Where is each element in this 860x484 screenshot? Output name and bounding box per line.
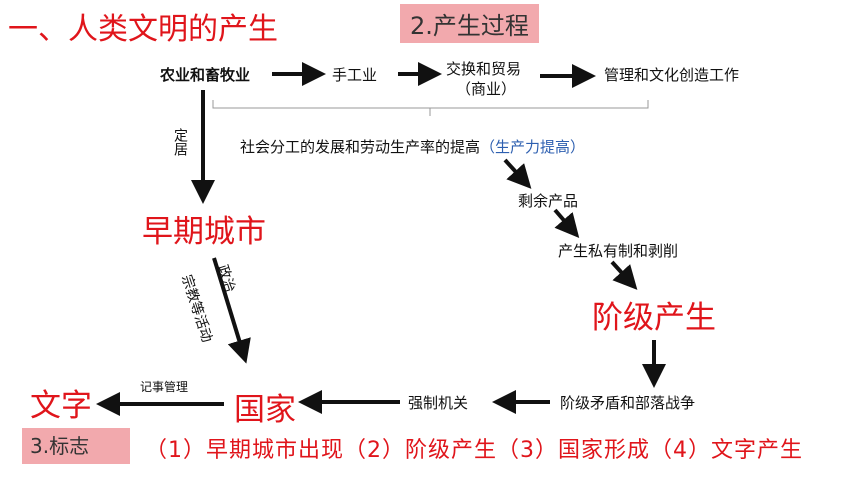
node-division: 社会分工的发展和劳动生产率的提高（生产力提高） <box>240 136 585 157</box>
division-brace <box>212 100 649 116</box>
signs-text: （1）早期城市出现（2）阶级产生（3）国家形成（4）文字产生 <box>145 438 803 463</box>
signs-label: 3.标志 <box>22 428 130 464</box>
node-conflict: 阶级矛盾和部落战争 <box>560 394 696 412</box>
node-early-city: 早期城市 <box>142 214 266 250</box>
node-agriculture: 农业和畜牧业 <box>160 66 251 84</box>
node-private-ownership: 产生私有制和剥削 <box>558 242 679 260</box>
division-text: 社会分工的发展和劳动生产率的提高 <box>240 138 481 156</box>
arrow-surplus-private <box>553 208 580 239</box>
page-title: 一、人类文明的产生 <box>8 12 278 47</box>
node-writing: 文字 <box>30 388 92 424</box>
node-state: 国家 <box>234 392 296 428</box>
arrow-division-surplus <box>503 158 532 189</box>
node-handicraft: 手工业 <box>332 66 378 84</box>
node-exchange-sub: （商业） <box>456 80 517 98</box>
node-class: 阶级产生 <box>592 300 716 336</box>
arrow-private-class <box>610 260 638 290</box>
productivity-note: （生产力提高） <box>480 138 586 156</box>
section-heading: 2.产生过程 <box>400 4 539 43</box>
label-settle: 定居 <box>172 128 188 156</box>
node-exchange: 交换和贸易 <box>446 60 522 78</box>
node-surplus: 剩余产品 <box>518 192 579 210</box>
node-force: 强制机关 <box>408 394 469 412</box>
label-record: 记事管理 <box>140 380 189 394</box>
arrow-city-state <box>212 257 251 364</box>
node-management: 管理和文化创造工作 <box>604 66 740 84</box>
